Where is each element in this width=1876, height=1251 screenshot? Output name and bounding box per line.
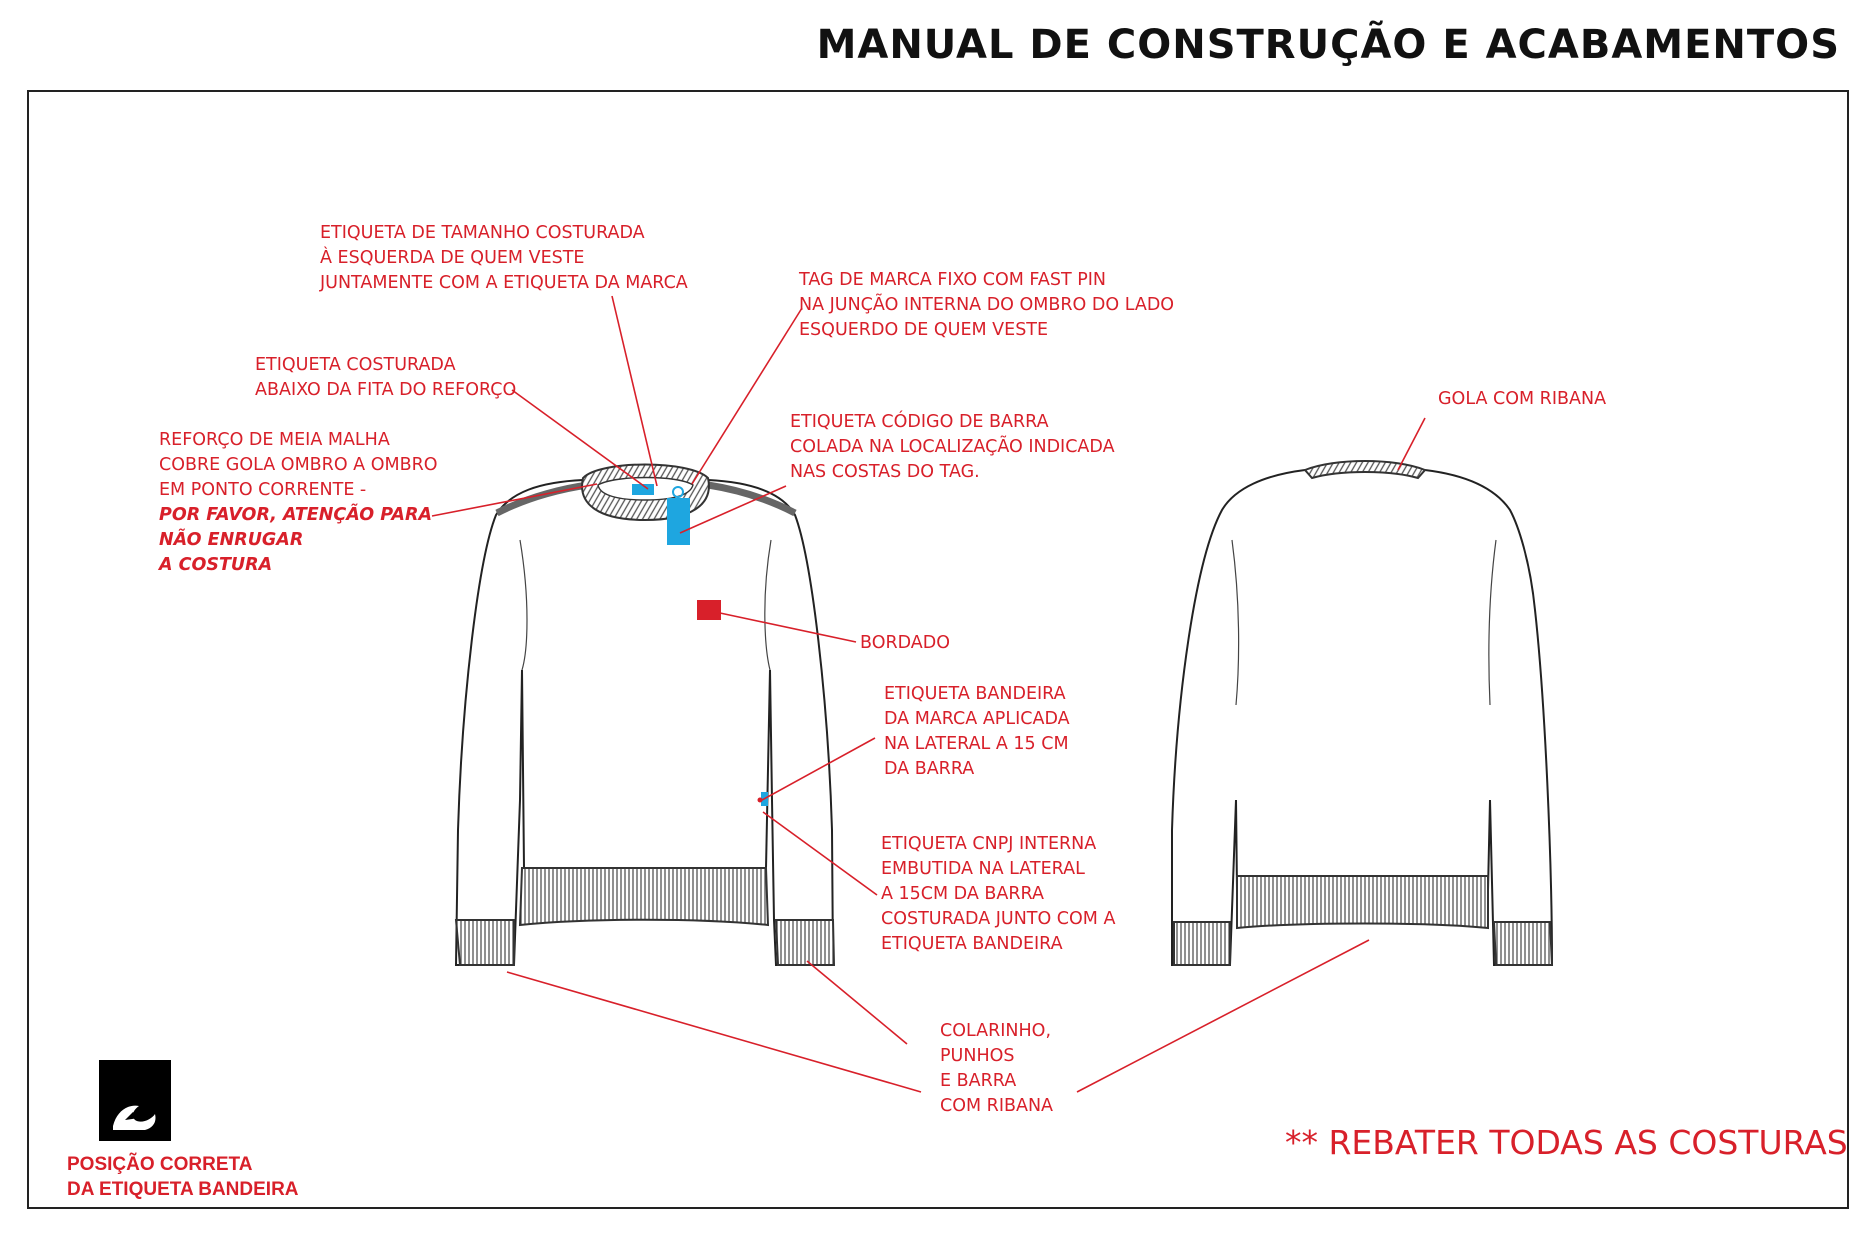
front-view-sweater — [454, 463, 836, 966]
leader-lines — [431, 295, 1426, 1093]
wave-mountain-logo-icon — [113, 1105, 156, 1130]
embroidery-note: BORDADO — [860, 633, 951, 653]
cnpj-label-marker — [757, 797, 763, 803]
logo-caption: POSIÇÃO CORRETA DA ETIQUETA BANDEIRA — [67, 1154, 299, 1200]
reinforcement-note: REFORÇO DE MEIA MALHA COBRE GOLA OMBRO A… — [159, 430, 438, 575]
sewn-label-note: ETIQUETA COSTURADA ABAIXO DA FITA DO REF… — [255, 355, 517, 400]
page-title: MANUAL DE CONSTRUÇÃO E ACABAMENTOS — [816, 22, 1840, 68]
back-view-sweater — [1171, 460, 1554, 966]
brand-tag-note: TAG DE MARCA FIXO COM FAST PIN NA JUNÇÃO… — [799, 270, 1175, 340]
brand-tag-marker — [667, 498, 690, 545]
cnpj-label-note: ETIQUETA CNPJ INTERNA EMBUTIDA NA LATERA… — [881, 834, 1116, 954]
flag-label-note: ETIQUETA BANDEIRA DA MARCA APLICADA NA L… — [884, 684, 1070, 779]
rib-note: COLARINHO, PUNHOS E BARRA COM RIBANA — [940, 1021, 1054, 1116]
barcode-note: ETIQUETA CÓDIGO DE BARRA COLADA NA LOCAL… — [790, 412, 1115, 482]
footer-note: ** REBATER TODAS AS COSTURAS — [1285, 1123, 1848, 1162]
embroidery-marker — [697, 600, 721, 620]
drawing-frame — [27, 90, 1849, 1209]
size-label-marker — [632, 484, 654, 495]
fast-pin-icon — [672, 486, 684, 498]
size-label-note: ETIQUETA DE TAMANHO COSTURADA À ESQUERDA… — [320, 223, 688, 293]
brand-logo — [99, 1060, 171, 1141]
collar-back-note: GOLA COM RIBANA — [1438, 389, 1607, 409]
